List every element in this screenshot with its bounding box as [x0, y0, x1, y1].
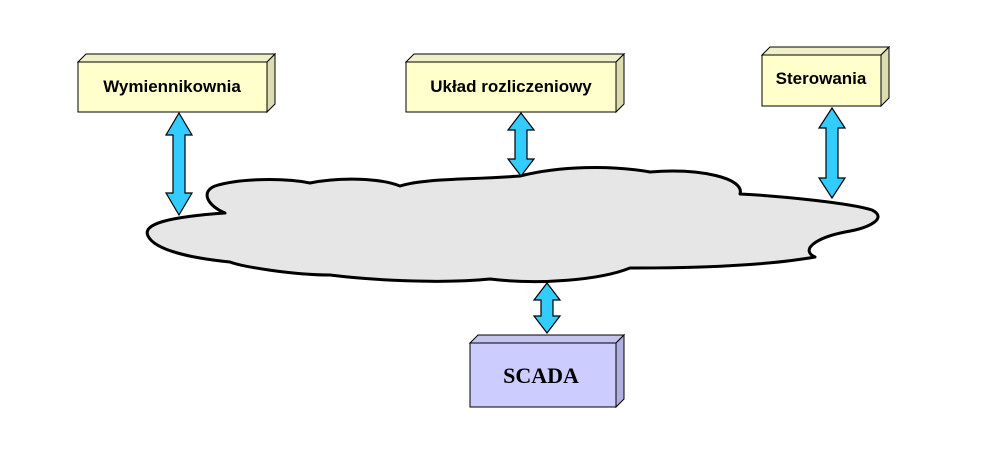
- arrow-scada-link: [532, 282, 562, 334]
- network-cloud: [145, 165, 880, 283]
- arrow-uklad-link: [506, 112, 536, 177]
- arrow-wymiennikownia-link: [164, 111, 194, 217]
- node-scada: SCADA: [468, 333, 626, 409]
- node-uklad-rozliczeniowy: Układ rozliczeniowy: [404, 52, 626, 114]
- arrow-sterowania-link: [817, 106, 847, 200]
- node-wymiennikownia: Wymiennikownia: [76, 52, 277, 114]
- node-uklad-rozliczeniowy-label: Układ rozliczeniowy: [430, 77, 592, 96]
- node-scada-label: SCADA: [503, 363, 579, 388]
- node-wymiennikownia-label: Wymiennikownia: [103, 77, 241, 96]
- node-sterowania-label: Sterowania: [776, 69, 867, 88]
- node-sterowania: Sterowania: [760, 45, 891, 108]
